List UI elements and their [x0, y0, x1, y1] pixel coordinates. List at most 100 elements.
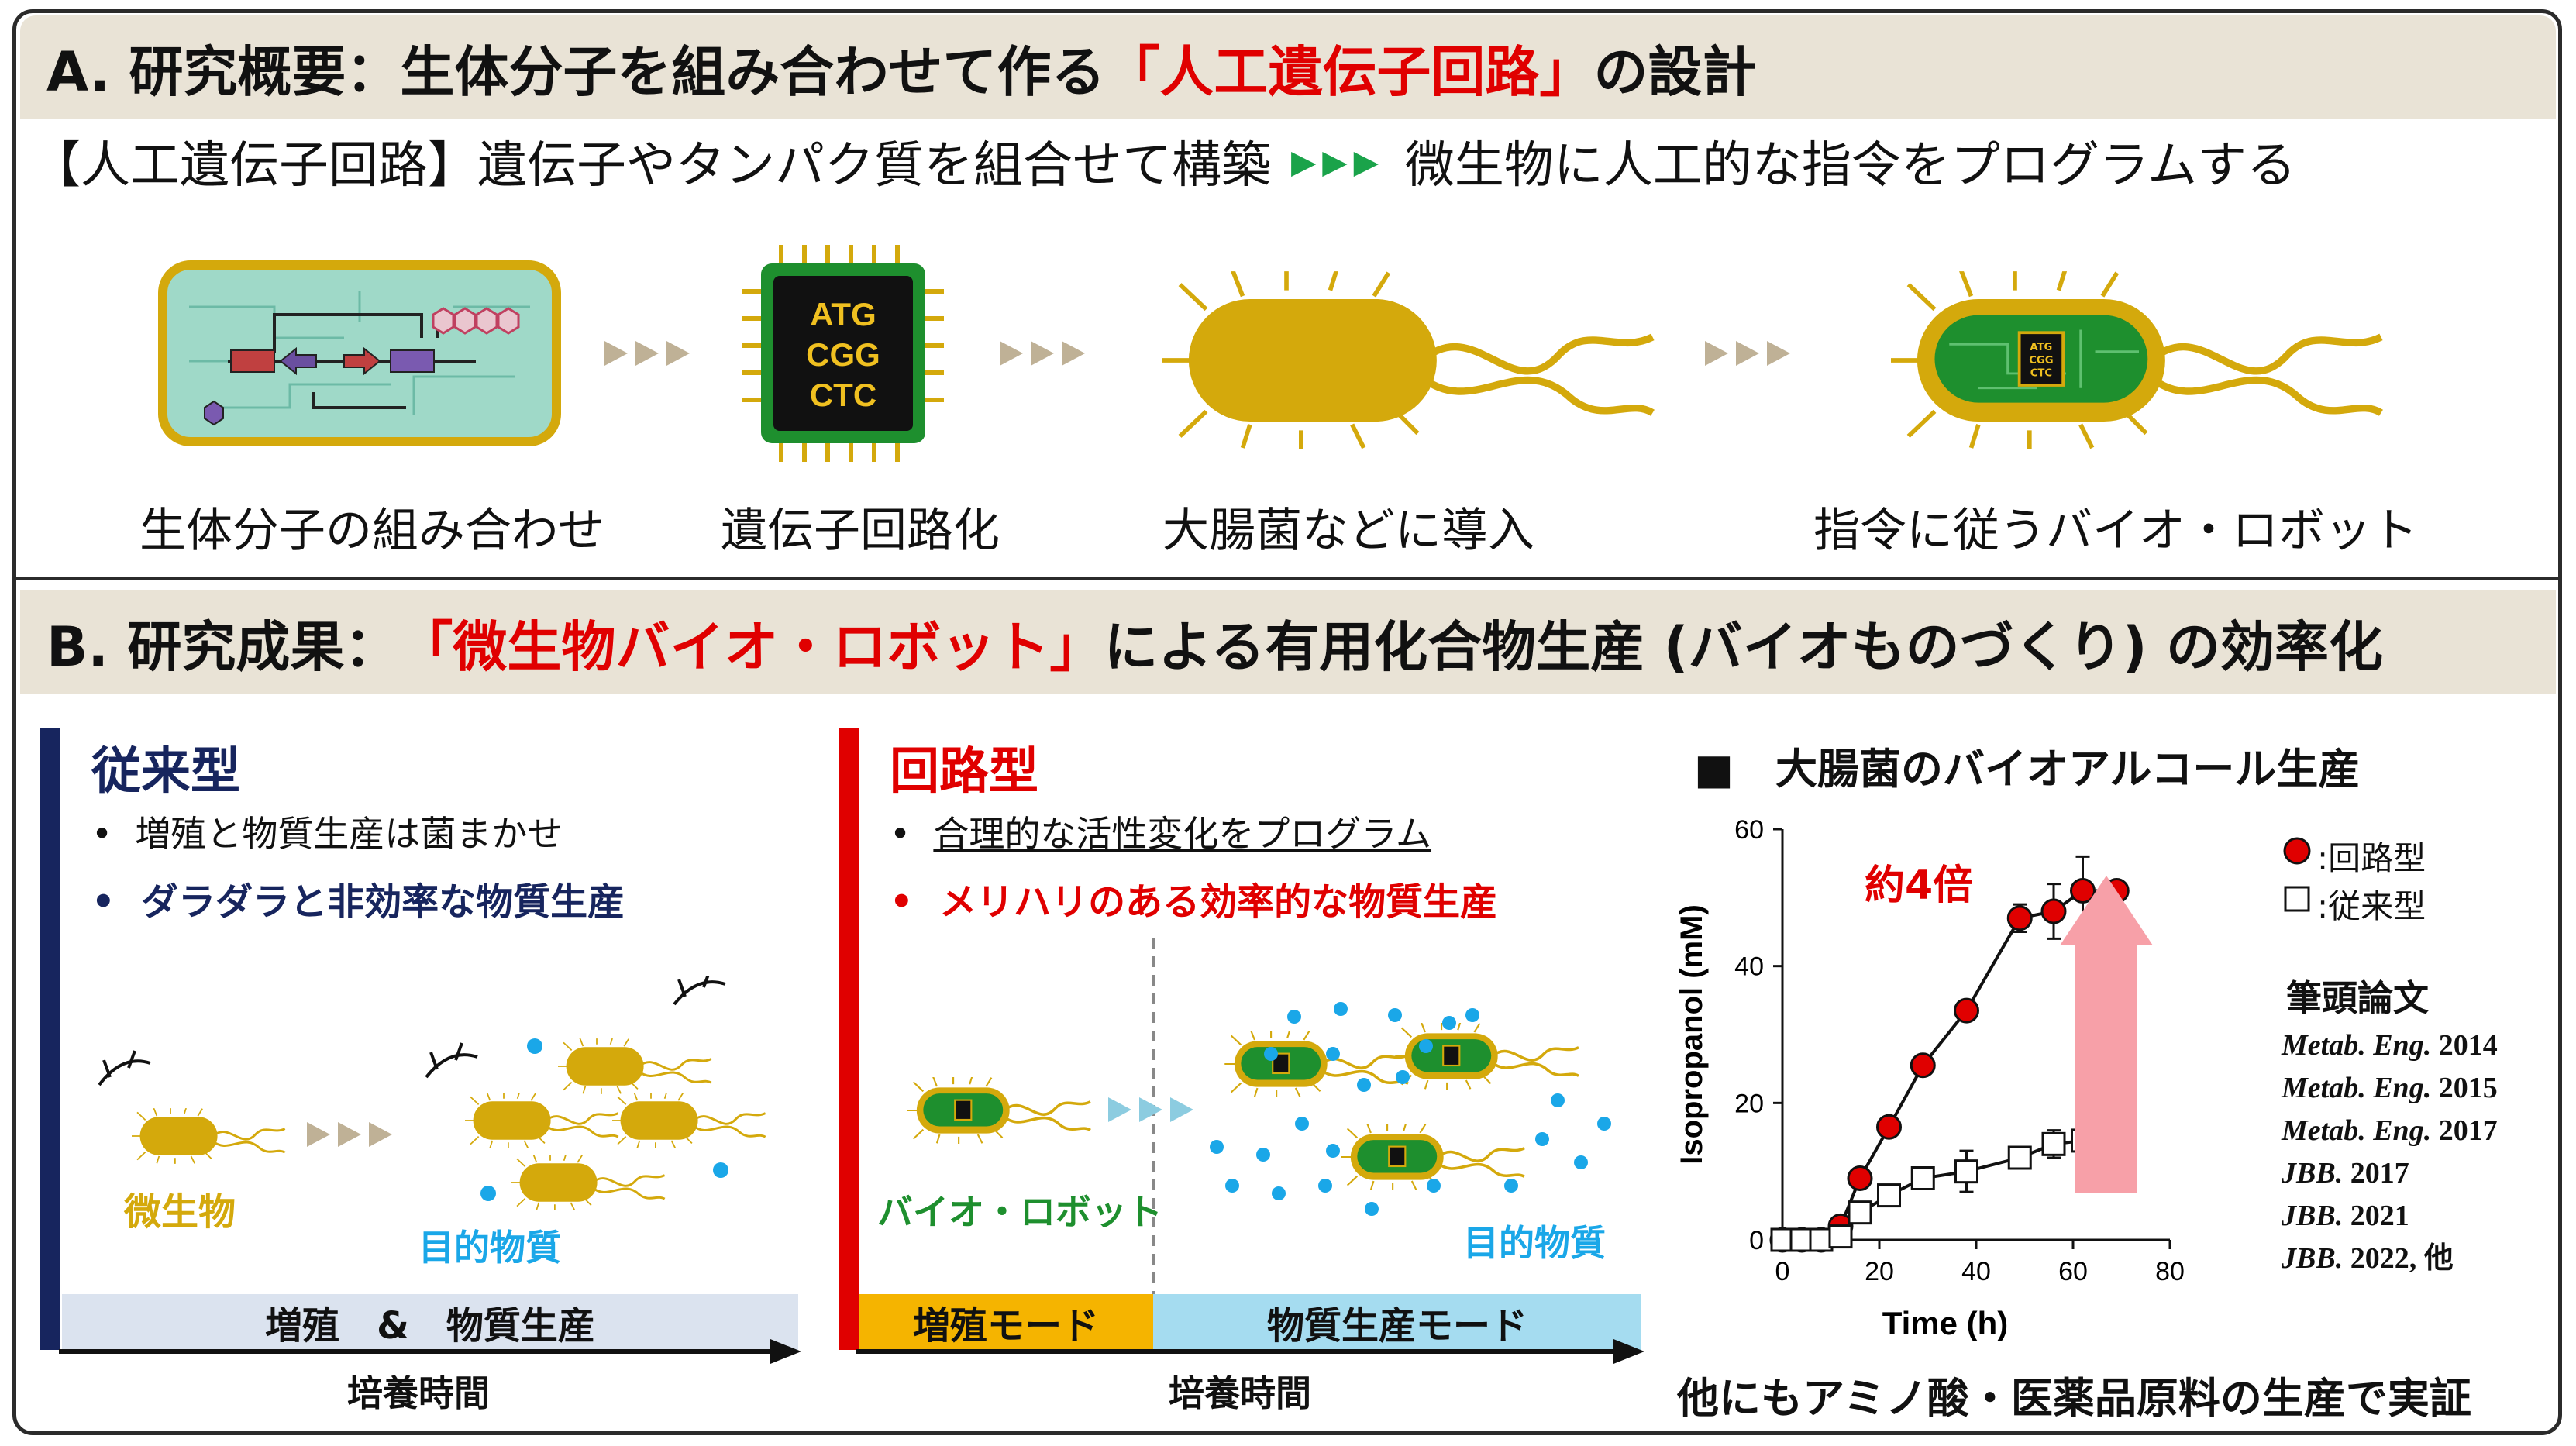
production-mode-label: 物質生産モード	[1266, 1304, 1527, 1348]
circuit-data-point	[1847, 1165, 1873, 1191]
time-axis-arrow-conventional	[59, 1339, 801, 1364]
svg-text:CTC: CTC	[2030, 368, 2052, 380]
section-b-header: B. 研究成果：「微生物バイオ・ロボット」による有用化合物生産 (バイオものづく…	[20, 590, 2556, 694]
growth-mode-label: 増殖モード	[912, 1304, 1099, 1348]
circuit-scene	[860, 938, 1611, 1294]
circuit-data-point	[2070, 878, 2096, 904]
production-mode-bar: 物質生産モード	[1153, 1294, 1641, 1350]
conventional-data-point	[1809, 1227, 1834, 1252]
legend-circuit-marker	[2283, 837, 2311, 865]
circuit-data-point	[2040, 898, 2067, 924]
step-arrows-icon	[1000, 341, 1085, 366]
chart-marks	[1769, 855, 2153, 1253]
conventional-data-point	[2007, 1145, 2032, 1170]
reference-1-journal: Metab. Eng.	[2282, 1029, 2432, 1062]
x-axis-title: Time (h)	[1882, 1305, 2009, 1341]
circuit-bullet-2-text: メリハリのある効率的な物質生産	[939, 880, 1498, 924]
reference-6: JBB. 2022, 他	[2282, 1238, 2498, 1280]
circuit-data-point	[1876, 1114, 1902, 1140]
time-axis-arrow-circuit	[856, 1339, 1644, 1364]
svg-text:CGG: CGG	[2029, 355, 2053, 367]
circuit-data-point	[2006, 905, 2033, 931]
reference-5: JBB. 2021	[2282, 1195, 2498, 1238]
label-bio-robot: バイオ・ロボット	[877, 1191, 1162, 1233]
y-axis-title: Isopropanol (mM)	[1675, 904, 1709, 1165]
subtitle-right: 微生物に人工的な指令をプログラムする	[1404, 137, 2296, 195]
section-a-title-end: の設計	[1593, 40, 1757, 104]
y-tick-label: 0	[1749, 1226, 1764, 1255]
x-tick-label: 40	[1961, 1257, 1991, 1286]
reference-3-year: 2017	[2431, 1114, 2498, 1147]
section-a-subtitle: 【人工遺伝子回路】遺伝子やタンパク質を組合せて構築 ▶▶▶ 微生物に人工的な指令…	[31, 130, 2296, 195]
conventional-bullet-2: • ダラダラと非効率な物質生産	[91, 880, 625, 924]
conventional-data-point	[2041, 1131, 2066, 1156]
subtitle-left: 【人工遺伝子回路】遺伝子やタンパク質を組合せて構築	[31, 137, 1271, 195]
section-b-title: B. 研究成果：	[46, 615, 399, 679]
legend-conventional-label: :従来型	[2317, 887, 2426, 925]
conventional-data-point	[1828, 1224, 1853, 1249]
step-label-1: 生体分子の組み合わせ	[139, 504, 604, 558]
conventional-bullet-1: • 増殖と物質生産は菌まかせ	[91, 813, 563, 855]
reference-1: Metab. Eng. 2014	[2282, 1024, 2498, 1067]
conventional-data-point	[1877, 1183, 1901, 1208]
outer-frame	[12, 9, 2562, 1435]
circuit-bullet-1: • 合理的な活性変化をプログラム	[890, 813, 1432, 855]
circuit-data-point	[1954, 997, 1979, 1024]
conventional-data-point	[1848, 1200, 1872, 1225]
improvement-arrow-icon	[2060, 876, 2153, 1193]
conventional-scene	[98, 976, 790, 1240]
step-arrows-icon	[604, 341, 690, 366]
reference-4-journal: JBB.	[2282, 1157, 2344, 1190]
references-title: 筆頭論文	[2286, 977, 2429, 1019]
conventional-axis-label: 培養時間	[347, 1372, 490, 1414]
chart-title: ■ 大腸菌のバイオアルコール生産	[1694, 745, 2361, 794]
reference-2-journal: Metab. Eng.	[2282, 1072, 2432, 1104]
circuit-bullet-2: • メリハリのある効率的な物質生産	[890, 880, 1498, 924]
gene-circuit-chip	[742, 245, 944, 462]
step-label-2: 遺伝子回路化	[721, 504, 1000, 558]
svg-text:ATG: ATG	[2030, 342, 2052, 353]
references-list: Metab. Eng. 2014 Metab. Eng. 2015 Metab.…	[2282, 1024, 2498, 1280]
biomolecule-card	[158, 260, 561, 446]
x-tick-label: 80	[2155, 1257, 2185, 1286]
conventional-data-point	[1910, 1166, 1935, 1190]
green-arrows-icon: ▶▶▶	[1291, 142, 1385, 181]
circuit-axis-label: 培養時間	[1169, 1372, 1311, 1414]
section-a-title-highlight: 「人工遺伝子回路」	[1105, 40, 1594, 104]
chip-line-2: CGG	[806, 336, 880, 373]
conventional-data-point	[1954, 1159, 1978, 1184]
reference-6-journal: JBB.	[2282, 1242, 2344, 1275]
ecoli-bacterium	[1162, 271, 1658, 449]
circuit-bullet-1-text: 合理的な活性変化をプログラム	[933, 813, 1432, 855]
reference-1-year: 2014	[2431, 1029, 2498, 1062]
section-b-title-end: による有用化合物生産 (バイオものづくり) の効率化	[1104, 615, 2383, 679]
x-tick-label: 20	[1865, 1257, 1894, 1286]
label-product-conventional: 目的物質	[418, 1227, 561, 1269]
reference-3-journal: Metab. Eng.	[2282, 1114, 2432, 1147]
growth-mode-bar: 増殖モード	[859, 1294, 1153, 1350]
section-a-header: A. 研究概要：生体分子を組み合わせて作る「人工遺伝子回路」の設計	[20, 15, 2556, 119]
conventional-phase-label: 増殖 & 物質生産	[265, 1304, 595, 1348]
hexagon-chain-icon	[432, 307, 520, 335]
hexagon-icon	[204, 400, 224, 426]
circuit-data-point	[1910, 1052, 1936, 1079]
y-tick-label: 60	[1734, 815, 1764, 845]
step-label-3: 大腸菌などに導入	[1162, 504, 1534, 558]
label-product-circuit: 目的物質	[1463, 1222, 1606, 1264]
section-divider	[12, 577, 2562, 580]
reference-4: JBB. 2017	[2282, 1152, 2498, 1195]
circuit-heading: 回路型	[890, 743, 1038, 800]
chip-text: ATG CGG CTC	[773, 294, 913, 415]
legend-conventional-marker	[2284, 886, 2310, 912]
step-arrows-icon	[1705, 341, 1790, 366]
x-tick-label: 60	[2058, 1257, 2088, 1286]
reference-2-year: 2015	[2431, 1072, 2498, 1104]
conventional-heading: 従来型	[91, 743, 240, 800]
reference-6-year: 2022, 他	[2343, 1242, 2454, 1275]
reference-4-year: 2017	[2343, 1157, 2409, 1190]
reference-2: Metab. Eng. 2015	[2282, 1067, 2498, 1110]
section-a-title: A. 研究概要：生体分子を組み合わせて作る	[46, 40, 1106, 104]
bio-robot-bacterium: ATG CGG CTC	[1891, 271, 2387, 449]
